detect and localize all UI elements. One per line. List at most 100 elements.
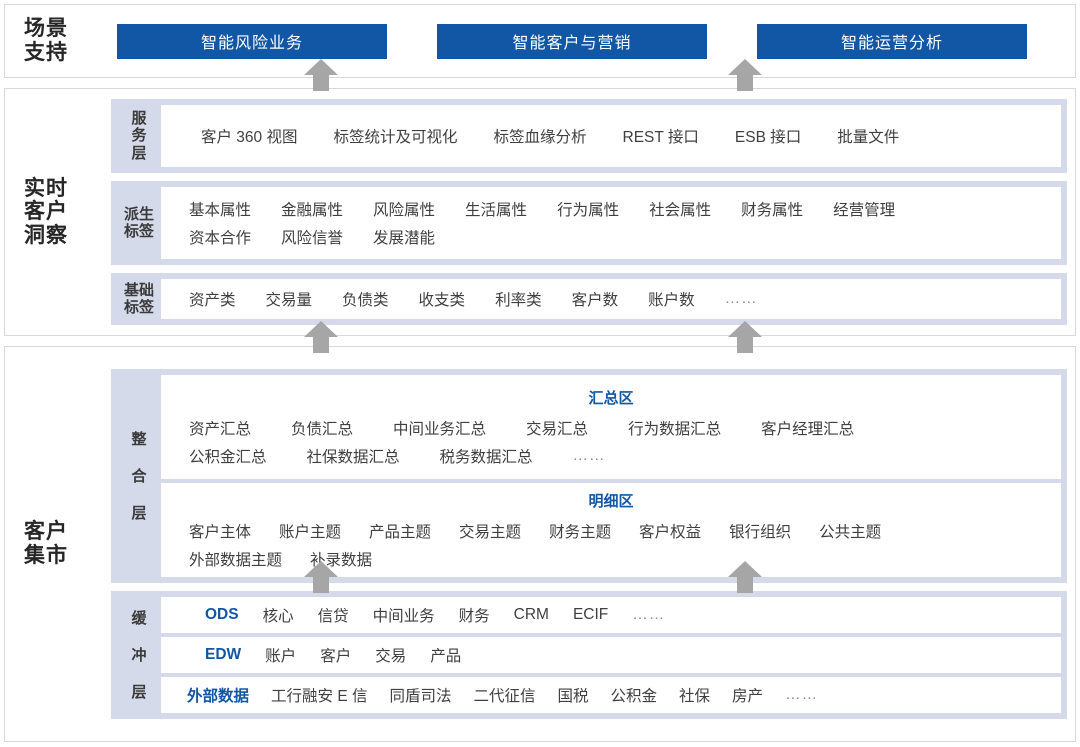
panel-body-insight: 服 务 层 客户 360 视图 标签统计及可视化 标签血缘分析 REST 接口 … <box>87 89 1075 335</box>
band-label-base-tags: 基础 标签 <box>117 279 161 319</box>
band-label-line: 基础 <box>123 281 154 299</box>
chip-liability-summary[interactable]: 负债汇总 <box>291 421 354 438</box>
chip-finance-attribute[interactable]: 财务属性 <box>741 202 804 219</box>
chip-product[interactable]: 产品 <box>430 648 462 665</box>
band-service-layer: 服 务 层 客户 360 视图 标签统计及可视化 标签血缘分析 REST 接口 … <box>111 99 1067 173</box>
chip-credit[interactable]: 信贷 <box>317 608 349 625</box>
chip-transaction[interactable]: 交易 <box>375 648 407 665</box>
group-label-customer-mart: 客户 集市 <box>5 347 87 741</box>
band-label-derived-tags: 派生 标签 <box>117 187 161 259</box>
chip-account-subject[interactable]: 账户主题 <box>279 524 342 541</box>
chip-intermediary-business-summary[interactable]: 中间业务汇总 <box>393 421 487 438</box>
band-label-char: 缓 <box>131 609 147 627</box>
panel-realtime-customer-insight: 实时 客户 洞察 服 务 层 客户 360 视图 标签统计及可视化 标签血缘分析 <box>4 88 1076 336</box>
chip-real-estate[interactable]: 房产 <box>732 688 764 705</box>
scene-button-operations-analytics[interactable]: 智能运营分析 <box>757 23 1027 59</box>
chip-customer-rights[interactable]: 客户权益 <box>639 524 702 541</box>
chip-supplementary-data[interactable]: 补录数据 <box>310 552 373 569</box>
box-derived-tag-items: 基本属性 金融属性 风险属性 生活属性 行为属性 社会属性 财务属性 经营管理 … <box>161 187 1061 259</box>
band-label-char: 冲 <box>131 646 147 664</box>
chip-business-management[interactable]: 经营管理 <box>833 202 896 219</box>
chip-housing-fund-summary[interactable]: 公积金汇总 <box>189 449 267 466</box>
section-title-summary-zone: 汇总区 <box>588 390 634 407</box>
chip-transaction-summary[interactable]: 交易汇总 <box>526 421 589 438</box>
chip-financial-attribute[interactable]: 金融属性 <box>281 202 344 219</box>
scene-button-risk[interactable]: 智能风险业务 <box>117 23 387 59</box>
band-inner-derived-tags: 基本属性 金融属性 风险属性 生活属性 行为属性 社会属性 财务属性 经营管理 … <box>161 187 1061 259</box>
chip-liability-class[interactable]: 负债类 <box>342 292 389 309</box>
chip-capital-cooperation[interactable]: 资本合作 <box>189 230 252 247</box>
chip-development-potential[interactable]: 发展潜能 <box>373 230 436 247</box>
chip-transaction-volume[interactable]: 交易量 <box>265 292 313 309</box>
chip-social-attribute[interactable]: 社会属性 <box>649 202 712 219</box>
chip-rest-interface[interactable]: REST 接口 <box>622 129 699 146</box>
chip-ellipsis: …… <box>785 686 819 703</box>
chip-crm[interactable]: CRM <box>513 606 549 623</box>
chip-customer-entity[interactable]: 客户主体 <box>189 524 252 541</box>
chip-row: EDW 账户 客户 交易 产品 <box>175 644 1047 666</box>
chip-product-subject[interactable]: 产品主题 <box>369 524 432 541</box>
chip-intermediary-business[interactable]: 中间业务 <box>372 608 435 625</box>
group-label-line: 洞察 <box>24 223 68 247</box>
chip-tag-stats-visualization[interactable]: 标签统计及可视化 <box>333 129 458 146</box>
chip-asset-class[interactable]: 资产类 <box>189 292 236 309</box>
chip-customer-count[interactable]: 客户数 <box>571 292 619 309</box>
chip-behavior-data-summary[interactable]: 行为数据汇总 <box>628 421 722 438</box>
chip-ods[interactable]: ODS <box>205 606 239 623</box>
group-label-line: 客户 <box>24 200 68 224</box>
chip-asset-summary[interactable]: 资产汇总 <box>189 421 252 438</box>
chip-account-count[interactable]: 账户数 <box>648 292 695 309</box>
chip-account[interactable]: 账户 <box>265 648 297 665</box>
chip-account-manager-summary[interactable]: 客户经理汇总 <box>761 421 855 438</box>
chip-life-attribute[interactable]: 生活属性 <box>465 202 528 219</box>
band-label-service-layer: 服 务 层 <box>117 105 161 167</box>
chip-second-gen-credit-report[interactable]: 二代征信 <box>473 688 536 705</box>
chip-tag-lineage-analysis[interactable]: 标签血缘分析 <box>493 129 587 146</box>
band-label-char: 服 <box>131 110 147 128</box>
chip-ecif[interactable]: ECIF <box>572 606 609 623</box>
chip-national-tax[interactable]: 国税 <box>557 688 589 705</box>
band-inner-service-layer: 客户 360 视图 标签统计及可视化 标签血缘分析 REST 接口 ESB 接口… <box>161 105 1061 167</box>
band-label-char: 整 <box>131 430 147 448</box>
band-label-char: 务 <box>131 127 147 145</box>
group-label-line: 场景 <box>24 17 68 41</box>
band-label-integration-layer: 整 合 层 <box>117 375 161 577</box>
chip-basic-attribute[interactable]: 基本属性 <box>189 202 252 219</box>
chip-external-data[interactable]: 外部数据 <box>187 688 250 705</box>
chip-social-security-data-summary[interactable]: 社保数据汇总 <box>306 449 400 466</box>
chip-transaction-subject[interactable]: 交易主题 <box>459 524 522 541</box>
chip-risk-attribute[interactable]: 风险属性 <box>373 202 436 219</box>
chip-public-subject[interactable]: 公共主题 <box>819 524 882 541</box>
band-integration-layer: 整 合 层 汇总区 资产汇总 负债汇总 中间业务汇总 交易汇总 行为数据汇总 <box>111 369 1067 583</box>
chip-edw[interactable]: EDW <box>205 646 242 663</box>
chip-core[interactable]: 核心 <box>262 608 294 625</box>
chip-income-expense-class[interactable]: 收支类 <box>418 292 466 309</box>
group-label-line: 支持 <box>24 41 68 64</box>
chip-row: 客户主体 账户主题 产品主题 交易主题 财务主题 客户权益 银行组织 公共主题 <box>175 520 1047 542</box>
chip-customer[interactable]: 客户 <box>320 648 352 665</box>
chip-bank-organization[interactable]: 银行组织 <box>729 524 792 541</box>
chip-row: 公积金汇总 社保数据汇总 税务数据汇总 …… <box>175 445 1047 467</box>
chip-icbc-rongan-e-xin[interactable]: 工行融安 E 信 <box>271 688 368 705</box>
box-external-data-row: 外部数据 工行融安 E 信 同盾司法 二代征信 国税 公积金 社保 房产 …… <box>161 677 1061 713</box>
chip-interest-rate-class[interactable]: 利率类 <box>495 292 542 309</box>
chip-finance[interactable]: 财务 <box>458 608 490 625</box>
chip-batch-file[interactable]: 批量文件 <box>837 129 900 146</box>
chip-customer-360-view[interactable]: 客户 360 视图 <box>201 129 298 146</box>
scene-button-customer-marketing[interactable]: 智能客户与营销 <box>437 23 707 59</box>
chip-finance-subject[interactable]: 财务主题 <box>549 524 612 541</box>
panel-body-mart: 整 合 层 汇总区 资产汇总 负债汇总 中间业务汇总 交易汇总 行为数据汇总 <box>87 347 1075 741</box>
chip-row: 资产类 交易量 负债类 收支类 利率类 客户数 账户数 …… <box>175 288 1047 310</box>
band-label-char: 合 <box>131 467 147 485</box>
chip-risk-reputation[interactable]: 风险信誉 <box>281 230 344 247</box>
chip-tax-data-summary[interactable]: 税务数据汇总 <box>439 449 533 466</box>
chip-esb-interface[interactable]: ESB 接口 <box>734 129 802 146</box>
band-label-char: 层 <box>131 144 147 162</box>
chip-social-security[interactable]: 社保 <box>679 688 711 705</box>
chip-tongdun-judicial[interactable]: 同盾司法 <box>389 688 452 705</box>
chip-behavior-attribute[interactable]: 行为属性 <box>557 202 620 219</box>
chip-housing-fund[interactable]: 公积金 <box>610 688 658 705</box>
section-title-detail-zone: 明细区 <box>588 493 634 510</box>
chip-external-data-subject[interactable]: 外部数据主题 <box>189 552 283 569</box>
